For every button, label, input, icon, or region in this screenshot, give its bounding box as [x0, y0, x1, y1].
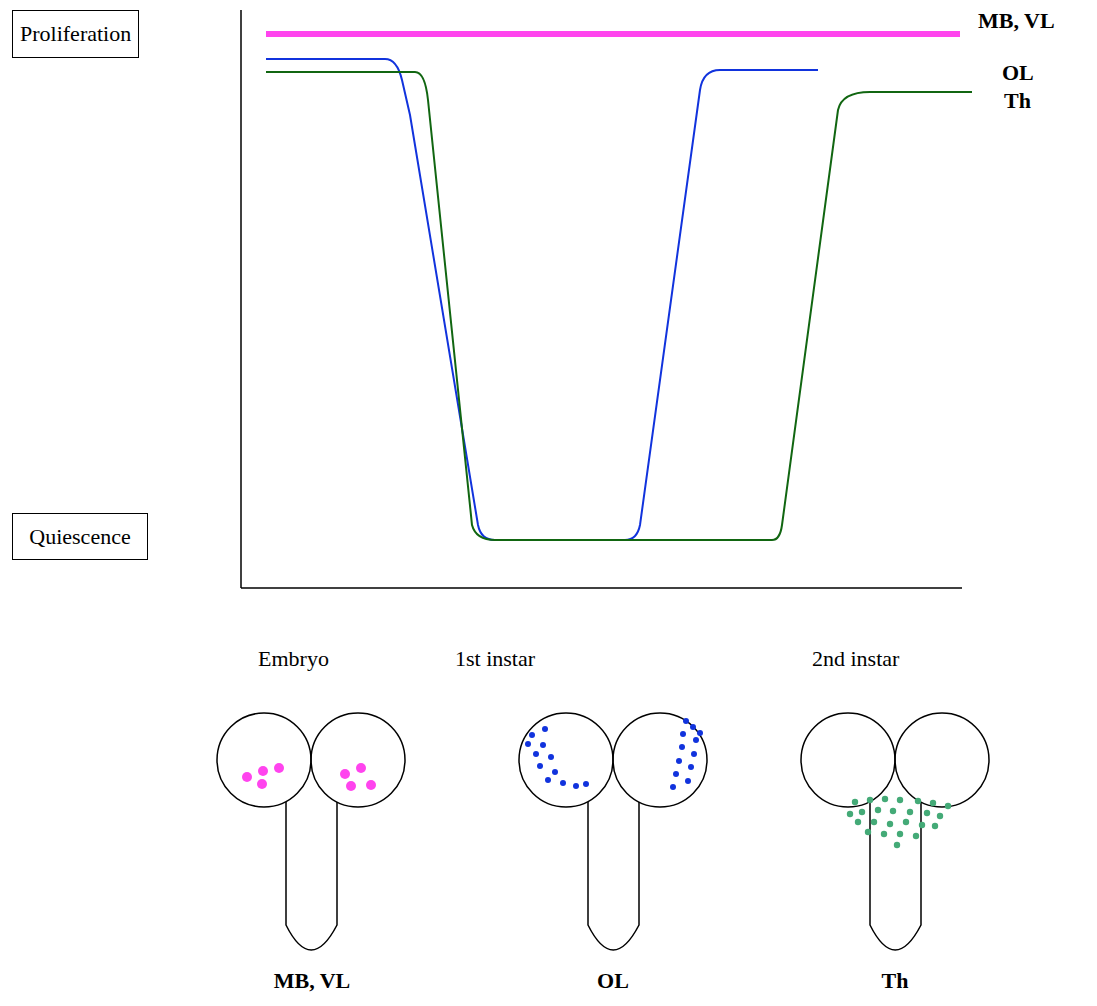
- neuroblast-dots: [242, 718, 951, 848]
- dot: [875, 807, 881, 813]
- dot: [676, 758, 682, 764]
- dot: [356, 763, 366, 773]
- dot: [560, 780, 566, 786]
- region-label: OL: [597, 968, 629, 993]
- dot: [894, 842, 900, 848]
- dot: [897, 797, 903, 803]
- dot: [913, 833, 919, 839]
- dot: [930, 800, 936, 806]
- dot: [852, 799, 858, 805]
- dot: [937, 813, 943, 819]
- dot: [548, 754, 554, 760]
- dot: [882, 796, 888, 802]
- dot: [679, 744, 685, 750]
- dot: [673, 771, 679, 777]
- stage-label: 2nd instar: [812, 646, 899, 671]
- series-label: MB, VL: [978, 8, 1055, 33]
- dot: [670, 784, 676, 790]
- brain-outlines: [217, 713, 989, 950]
- dot: [688, 764, 694, 770]
- dot: [691, 751, 697, 757]
- y-axis: [240, 10, 242, 588]
- dot: [242, 772, 252, 782]
- green-curve: [266, 72, 972, 540]
- dot: [366, 780, 376, 790]
- dot: [545, 777, 551, 783]
- dot: [340, 769, 350, 779]
- dot: [693, 737, 699, 743]
- dot: [573, 783, 579, 789]
- dot: [683, 718, 689, 724]
- dot: [583, 781, 589, 787]
- dot: [537, 763, 543, 769]
- dot: [859, 809, 865, 815]
- series-label: Th: [1004, 88, 1031, 113]
- stage-label: 1st instar: [455, 646, 535, 671]
- dot: [871, 819, 877, 825]
- dot: [903, 819, 909, 825]
- dot: [855, 819, 861, 825]
- dot: [897, 831, 903, 837]
- dot: [685, 778, 691, 784]
- dot: [274, 763, 284, 773]
- dot: [890, 808, 896, 814]
- dot: [915, 798, 921, 804]
- stage-label: Embryo: [258, 646, 329, 671]
- dot: [690, 724, 696, 730]
- dot: [525, 741, 531, 747]
- axis-box: Proliferation: [12, 10, 139, 58]
- dot: [865, 829, 871, 835]
- dot: [907, 809, 913, 815]
- dot: [542, 726, 548, 732]
- region-label: MB, VL: [274, 968, 351, 993]
- dot: [346, 781, 356, 791]
- dot: [257, 779, 267, 789]
- dot: [919, 822, 925, 828]
- series-label: OL: [1002, 60, 1034, 85]
- dot: [945, 803, 951, 809]
- dot: [258, 766, 268, 776]
- dot: [697, 730, 703, 736]
- dot: [540, 742, 546, 748]
- x-axis: [241, 587, 962, 589]
- dot: [552, 769, 558, 775]
- dot: [680, 731, 686, 737]
- dot: [881, 831, 887, 837]
- region-label: Th: [882, 968, 909, 993]
- dot: [847, 811, 853, 817]
- dot: [867, 797, 873, 803]
- dot: [932, 823, 938, 829]
- dot: [924, 810, 930, 816]
- dot: [887, 821, 893, 827]
- axis-box: Quiescence: [12, 513, 148, 560]
- axis-label: Proliferation: [20, 21, 131, 46]
- blue-curve: [266, 59, 818, 540]
- axis-label: Quiescence: [29, 524, 130, 549]
- dot: [533, 751, 539, 757]
- pink-curve: [266, 31, 960, 37]
- dot: [529, 732, 535, 738]
